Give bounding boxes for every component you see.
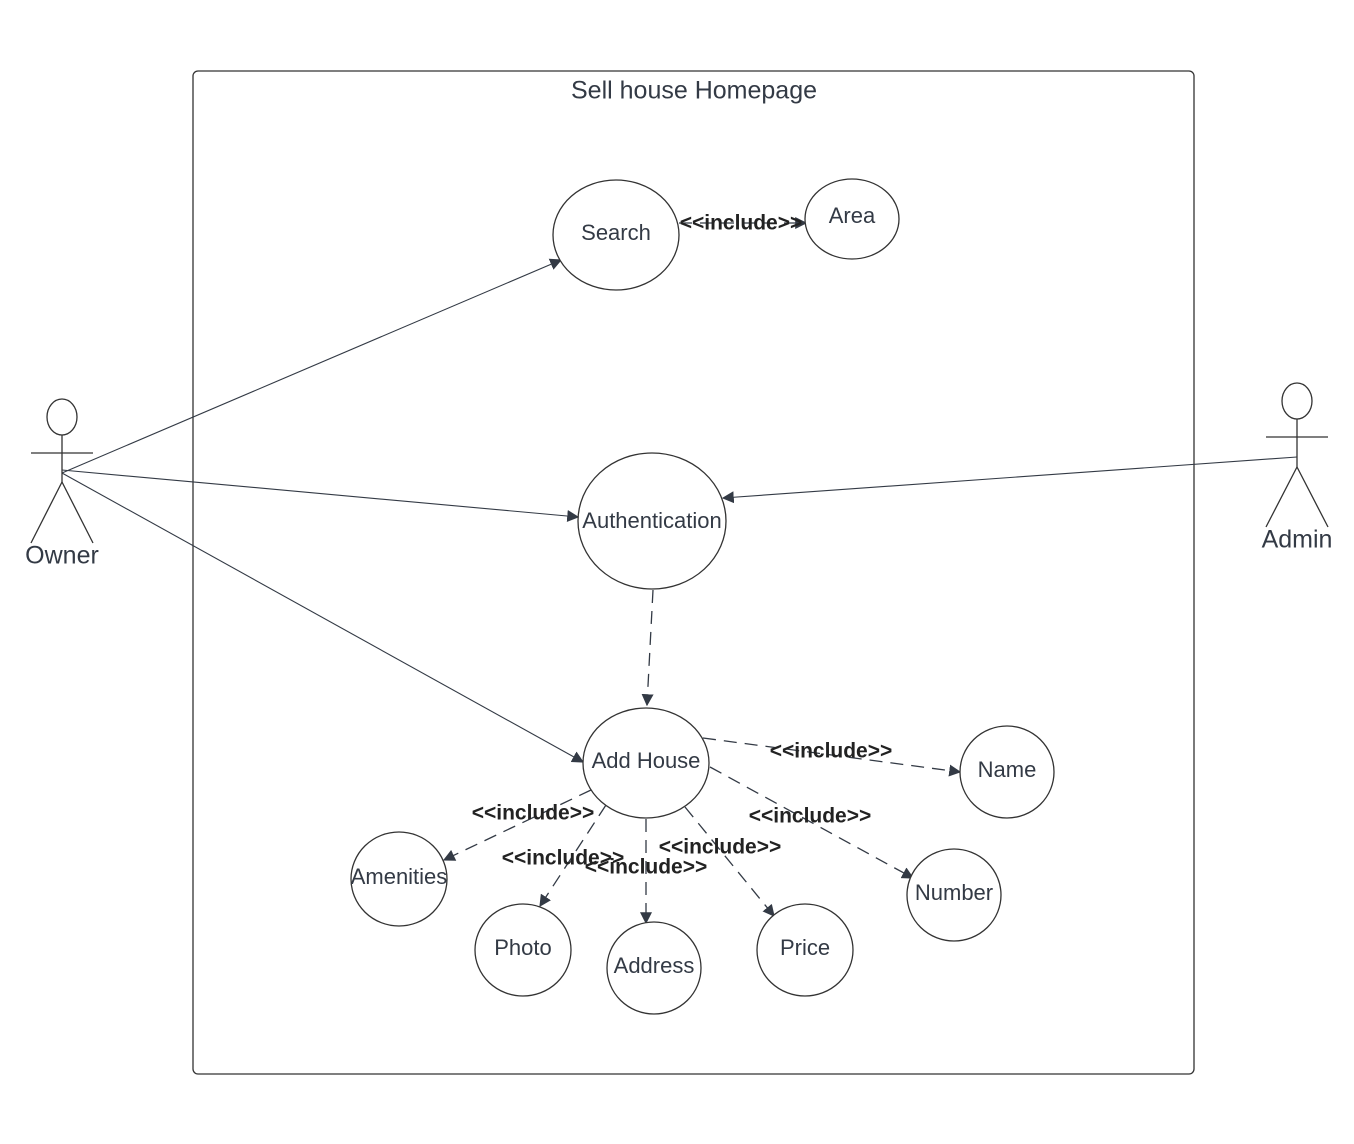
use-case-label: Amenities [351, 864, 448, 889]
include-label-area: <<include>> [680, 212, 803, 235]
use-case-label: Photo [494, 935, 552, 960]
use-case-label: Address [614, 953, 695, 978]
use-case-label: Authentication [582, 508, 721, 533]
include-label-photo: <<include>> [502, 847, 625, 870]
assoc-owner-search [61, 258, 563, 474]
include-label-number: <<include>> [749, 805, 872, 828]
actor-admin: Admin [1262, 382, 1333, 554]
dep-authentication-add-house [641, 589, 654, 707]
include-label-amenities: <<include>> [472, 802, 595, 825]
use-case-label: Name [978, 757, 1037, 782]
include-add-house-price [684, 806, 775, 917]
stick-figure-icon [30, 398, 94, 544]
use-case-label: Price [780, 935, 830, 960]
include-label-address: <<include>> [585, 856, 708, 879]
assoc-admin-authentication [721, 456, 1298, 504]
use-case-name: Name [959, 725, 1055, 819]
use-case-add-house: Add House [582, 707, 710, 819]
actor-label: Admin [1262, 526, 1333, 554]
actor-label: Owner [25, 542, 99, 570]
use-case-label: Search [581, 220, 651, 245]
include-add-house-name [702, 737, 962, 777]
use-case-address: Address [606, 921, 702, 1015]
use-case-number: Number [906, 848, 1002, 942]
actor-owner: Owner [25, 398, 99, 570]
system-title: Sell house Homepage [571, 77, 817, 105]
use-case-search: Search [552, 179, 680, 291]
use-case-label: Area [829, 203, 876, 228]
assoc-owner-add-house [61, 472, 585, 763]
stick-figure-icon [1265, 382, 1329, 528]
include-add-house-number [709, 766, 915, 879]
use-case-area: Area [804, 178, 900, 260]
use-case-authentication: Authentication [577, 452, 727, 590]
use-case-label: Number [915, 880, 993, 905]
use-case-label: Add House [592, 748, 701, 773]
include-add-house-amenities [442, 789, 592, 861]
include-label-name: <<include>> [770, 740, 893, 763]
system-boundary [192, 70, 1195, 1075]
use-case-photo: Photo [474, 903, 572, 997]
use-case-price: Price [756, 903, 854, 997]
use-case-amenities: Amenities [350, 831, 448, 927]
include-label-price: <<include>> [659, 836, 782, 859]
assoc-owner-authentication [61, 469, 580, 522]
